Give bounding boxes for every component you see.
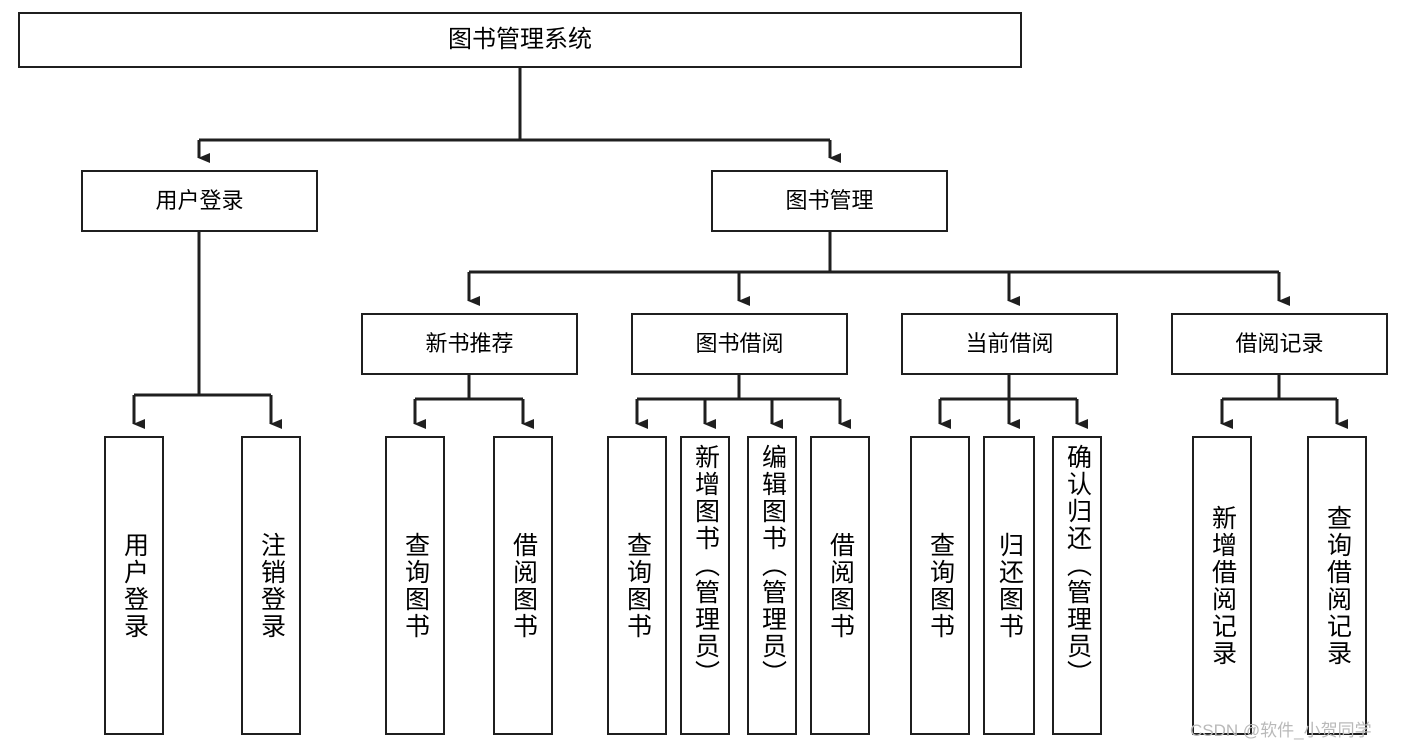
leaf-user-login-label: 用户登录 (120, 531, 149, 640)
leaf-borrow-book[interactable]: 借阅图书 (810, 436, 870, 735)
leaf-add-borrow-record[interactable]: 新增借阅记录 (1192, 436, 1252, 735)
node-borrow-record-label: 借阅记录 (1235, 331, 1324, 357)
leaf-query-book-current-label: 查询图书 (926, 531, 955, 640)
leaf-return-book[interactable]: 归还图书 (983, 436, 1035, 735)
leaf-query-book-recommend[interactable]: 查询图书 (385, 436, 445, 735)
node-root-label: 图书管理系统 (448, 25, 592, 53)
node-root[interactable]: 图书管理系统 (18, 12, 1022, 68)
node-new-book-recommend-label: 新书推荐 (425, 331, 514, 357)
leaf-edit-book-admin-label: 编辑图书（管理员） (758, 444, 787, 687)
csdn-watermark: CSDN @软件_小贺同学 (1190, 721, 1372, 740)
node-user-login-label: 用户登录 (155, 188, 244, 214)
node-borrow-record[interactable]: 借阅记录 (1171, 313, 1388, 375)
leaf-query-borrow-record[interactable]: 查询借阅记录 (1307, 436, 1367, 735)
node-book-management[interactable]: 图书管理 (711, 170, 948, 232)
leaf-confirm-return-admin-label: 确认归还（管理员） (1063, 444, 1092, 687)
leaf-query-book-recommend-label: 查询图书 (401, 531, 430, 640)
leaf-user-login[interactable]: 用户登录 (104, 436, 164, 735)
leaf-query-book-current[interactable]: 查询图书 (910, 436, 970, 735)
leaf-add-book-admin[interactable]: 新增图书（管理员） (680, 436, 730, 735)
leaf-return-book-label: 归还图书 (995, 531, 1024, 640)
leaf-borrow-book-label: 借阅图书 (826, 531, 855, 640)
node-current-borrow[interactable]: 当前借阅 (901, 313, 1118, 375)
node-user-login[interactable]: 用户登录 (81, 170, 318, 232)
leaf-edit-book-admin[interactable]: 编辑图书（管理员） (747, 436, 797, 735)
node-book-management-label: 图书管理 (785, 188, 874, 214)
leaf-confirm-return-admin[interactable]: 确认归还（管理员） (1052, 436, 1102, 735)
leaf-logout-label: 注销登录 (257, 531, 286, 640)
leaf-add-book-admin-label: 新增图书（管理员） (691, 444, 720, 687)
leaf-query-book-borrow[interactable]: 查询图书 (607, 436, 667, 735)
node-new-book-recommend[interactable]: 新书推荐 (361, 313, 578, 375)
node-book-borrow[interactable]: 图书借阅 (631, 313, 848, 375)
leaf-add-borrow-record-label: 新增借阅记录 (1208, 504, 1237, 667)
node-book-borrow-label: 图书借阅 (695, 331, 784, 357)
leaf-borrow-book-recommend[interactable]: 借阅图书 (493, 436, 553, 735)
leaf-query-borrow-record-label: 查询借阅记录 (1323, 504, 1352, 667)
leaf-logout[interactable]: 注销登录 (241, 436, 301, 735)
leaf-query-book-borrow-label: 查询图书 (623, 531, 652, 640)
leaf-borrow-book-recommend-label: 借阅图书 (509, 531, 538, 640)
node-current-borrow-label: 当前借阅 (965, 331, 1054, 357)
